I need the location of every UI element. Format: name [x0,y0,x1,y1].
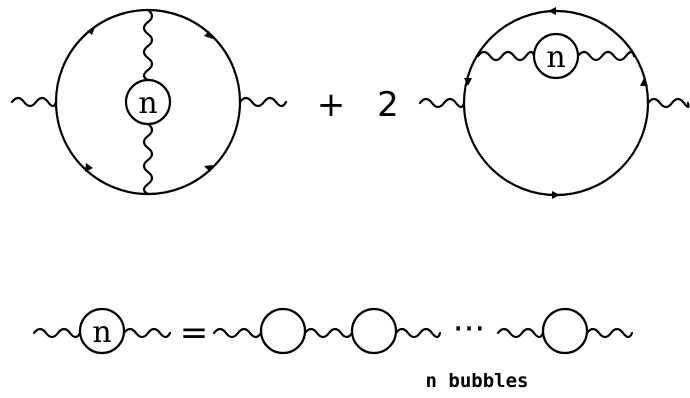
chain-definition: n = ··· n bubbles [32,307,634,392]
bubble [541,307,589,355]
external-photon-left [10,96,58,108]
bubble [259,307,307,355]
diagram-self-energy-chord: n [418,7,690,199]
photon-line [496,327,545,339]
photon-line [212,327,263,339]
chord-photon-right [576,50,636,62]
internal-photon-lower [142,122,154,196]
arrow-icon [548,7,556,15]
arrow-icon [204,31,213,39]
caption: n bubbles [426,370,529,392]
self-energy-insertion [124,78,172,126]
arrow-icon [464,78,472,86]
arrow-icon [87,27,95,35]
external-photon-left [418,97,466,109]
photon-line [122,327,172,339]
insertion-label: n [92,315,111,350]
plus-sign: + [317,85,346,125]
arrow-icon [640,78,648,86]
coefficient: 2 [377,85,399,125]
arrow-icon [552,191,560,199]
photon-line [585,327,634,339]
photon-line [394,327,442,339]
external-photon-right [238,96,288,108]
ellipsis: ··· [453,309,485,349]
photon-line [303,327,354,339]
fermion-loop [462,9,650,197]
chord-photon-left [476,50,536,62]
equals-sign: = [180,313,209,353]
bubble [350,307,398,355]
internal-photon-upper [142,8,154,82]
photon-line [32,327,82,339]
insertion-label: n [138,86,157,121]
self-energy-insertion [532,32,580,80]
diagram-vertex-correction: n [10,8,288,196]
arrow-icon [85,163,93,172]
external-photon-right [646,97,690,109]
self-energy-insertion [78,307,126,355]
arrow-icon [204,165,213,172]
insertion-label: n [546,40,565,75]
